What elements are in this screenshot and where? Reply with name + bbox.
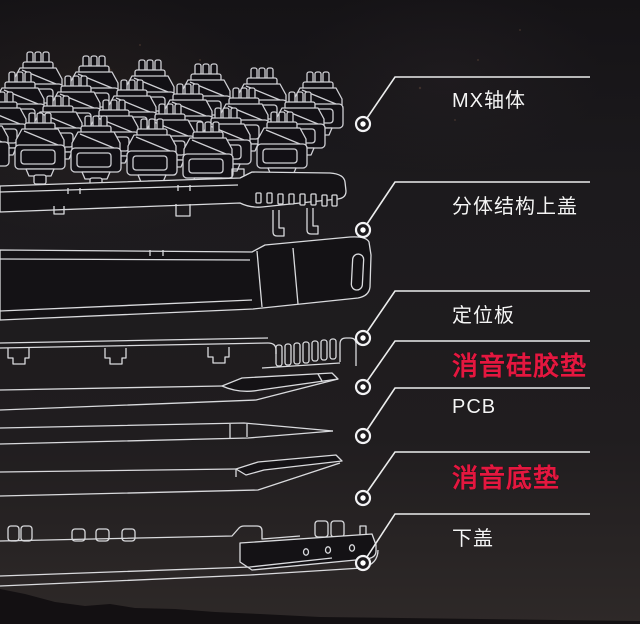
bottom-cover-art	[0, 520, 379, 587]
leader-markers	[354, 115, 372, 572]
callout-label-positioning-plate: 定位板	[452, 305, 515, 327]
silicone-pad-art	[0, 372, 339, 411]
callout-label-pcb: PCB	[452, 396, 497, 418]
callout-label-mx-switch: MX轴体	[452, 90, 526, 112]
callout-label-bottom-cover: 下盖	[452, 528, 494, 550]
callout-label-bottom-pad: 消音底垫	[452, 463, 561, 493]
leader-lines	[362, 76, 590, 564]
callout-label-split-top-cover: 分体结构上盖	[452, 196, 578, 218]
pcb-art	[0, 422, 334, 445]
positioning-plate-art	[0, 337, 357, 369]
top-cover-plate-art	[0, 168, 347, 237]
callout-label-silicone-pad: 消音硅胶垫	[452, 351, 588, 381]
top-cover-bar-art	[0, 236, 372, 321]
bottom-pad-art	[0, 454, 343, 497]
mountain-silhouette	[0, 589, 640, 624]
mx-switches-art	[0, 51, 344, 194]
